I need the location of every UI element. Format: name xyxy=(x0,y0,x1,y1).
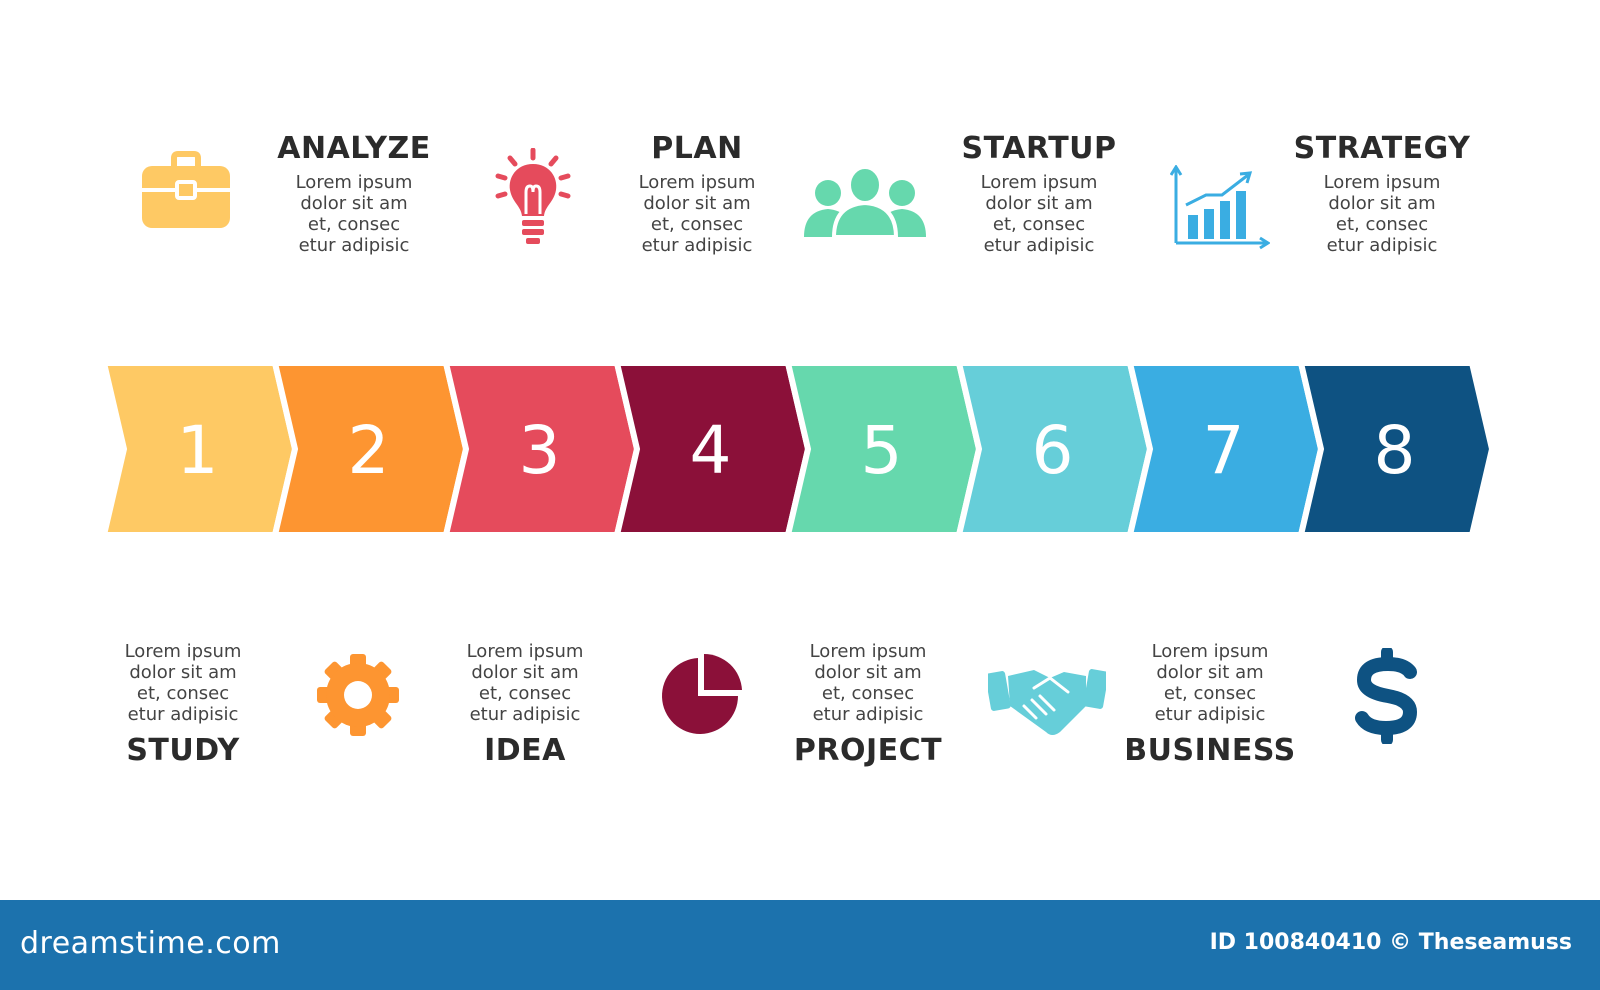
top-item-title: ANALYZE xyxy=(277,131,431,166)
desc-line: Lorem ipsum xyxy=(124,641,242,662)
step-arrow-8 xyxy=(1297,360,1496,538)
step-number: 5 xyxy=(861,412,903,489)
desc-line: dolor sit am xyxy=(985,193,1093,214)
desc-line: et, consec xyxy=(307,214,401,235)
handshake-icon xyxy=(988,669,1106,735)
bottom-item-title: BUSINESS xyxy=(1124,733,1296,768)
top-item-title: STARTUP xyxy=(961,131,1117,166)
desc-line: dolor sit am xyxy=(643,193,751,214)
bar-chart-icon xyxy=(1170,165,1270,250)
footer-bar: dreamstime.com ID 100840410 © Theseamuss xyxy=(0,900,1600,990)
lightbulb-icon xyxy=(495,148,571,244)
briefcase-icon xyxy=(142,151,230,228)
top-item-title: PLAN xyxy=(651,131,743,166)
desc-line: etur adipisic xyxy=(127,704,239,725)
people-icon xyxy=(804,165,926,237)
bottom-item-desc: Lorem ipsum dolor sit am et, consec etur… xyxy=(1100,641,1320,725)
top-item-desc: Lorem ipsum dolor sit am et, consec etur… xyxy=(929,172,1149,256)
pie-chart-icon xyxy=(662,653,742,734)
top-item-desc: Lorem ipsum dolor sit am et, consec etur… xyxy=(587,172,807,256)
step-number: 8 xyxy=(1374,412,1416,489)
desc-line: dolor sit am xyxy=(814,662,922,683)
desc-line: et, consec xyxy=(821,683,915,704)
desc-line: et, consec xyxy=(1335,214,1429,235)
desc-line: etur adipisic xyxy=(1326,235,1438,256)
desc-line: etur adipisic xyxy=(469,704,581,725)
desc-line: Lorem ipsum xyxy=(809,641,927,662)
desc-line: et, consec xyxy=(650,214,744,235)
desc-line: etur adipisic xyxy=(1154,704,1266,725)
desc-line: dolor sit am xyxy=(471,662,579,683)
bottom-item-desc: Lorem ipsum dolor sit am et, consec etur… xyxy=(73,641,293,725)
desc-line: etur adipisic xyxy=(641,235,753,256)
step-number: 7 xyxy=(1203,412,1245,489)
desc-line: Lorem ipsum xyxy=(1323,172,1441,193)
bottom-item-desc: Lorem ipsum dolor sit am et, consec etur… xyxy=(415,641,635,725)
footer-id: ID 100840410 © Theseamuss xyxy=(1209,930,1572,955)
desc-line: dolor sit am xyxy=(300,193,408,214)
bottom-item-title: STUDY xyxy=(126,733,240,768)
desc-line: Lorem ipsum xyxy=(638,172,756,193)
dollar-icon xyxy=(1355,648,1418,744)
desc-line: Lorem ipsum xyxy=(295,172,413,193)
top-item-desc: Lorem ipsum dolor sit am et, consec etur… xyxy=(244,172,464,256)
desc-line: Lorem ipsum xyxy=(466,641,584,662)
step-number: 2 xyxy=(348,412,390,489)
desc-line: Lorem ipsum xyxy=(1151,641,1269,662)
bottom-item-title: IDEA xyxy=(484,733,566,768)
desc-line: dolor sit am xyxy=(1156,662,1264,683)
step-number: 1 xyxy=(177,412,219,489)
bottom-item-desc: Lorem ipsum dolor sit am et, consec etur… xyxy=(758,641,978,725)
step-number: 6 xyxy=(1032,412,1074,489)
desc-line: et, consec xyxy=(136,683,230,704)
desc-line: et, consec xyxy=(1163,683,1257,704)
desc-line: etur adipisic xyxy=(983,235,1095,256)
footer-logo: dreamstime.com xyxy=(20,926,281,961)
desc-line: dolor sit am xyxy=(129,662,237,683)
bottom-item-title: PROJECT xyxy=(793,733,943,768)
desc-line: et, consec xyxy=(478,683,572,704)
desc-line: etur adipisic xyxy=(812,704,924,725)
top-item-title: STRATEGY xyxy=(1293,131,1471,166)
desc-line: etur adipisic xyxy=(298,235,410,256)
top-item-desc: Lorem ipsum dolor sit am et, consec etur… xyxy=(1272,172,1492,256)
gear-icon xyxy=(317,654,399,736)
desc-line: dolor sit am xyxy=(1328,193,1436,214)
desc-line: Lorem ipsum xyxy=(980,172,1098,193)
step-number: 4 xyxy=(690,412,732,489)
step-number: 3 xyxy=(519,412,561,489)
desc-line: et, consec xyxy=(992,214,1086,235)
